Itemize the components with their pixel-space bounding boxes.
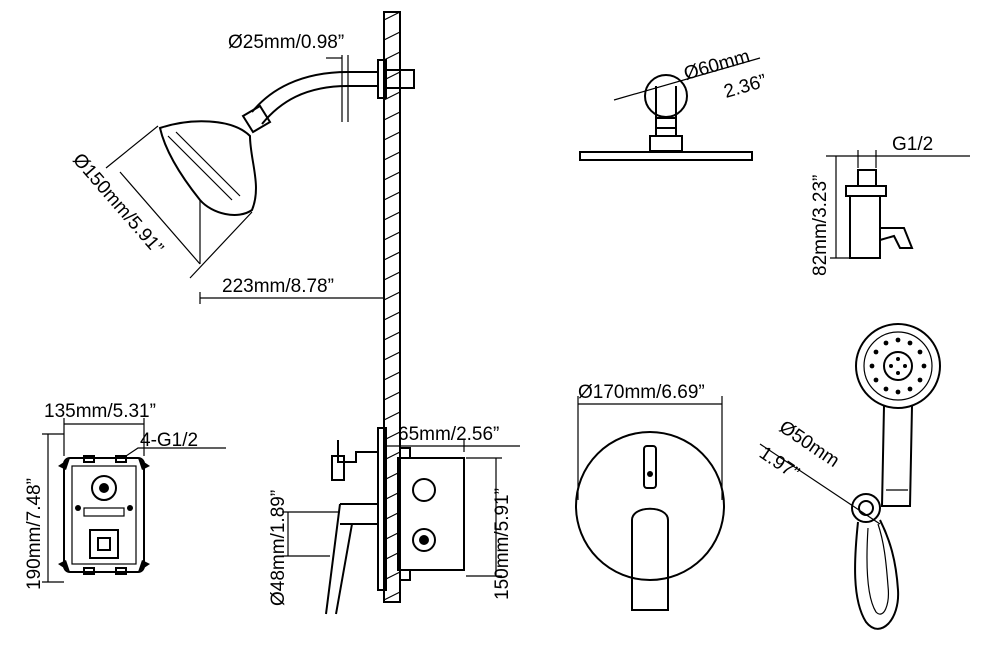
head-diameter-label: Ø150mm/5.91” xyxy=(68,150,167,259)
box-side-height-label: 150mm/5.91” xyxy=(492,488,513,600)
plate-diameter-label: Ø170mm/6.69” xyxy=(578,382,705,403)
holder-thread-label: G1/2 xyxy=(892,134,933,155)
box-width-label: 135mm/5.31” xyxy=(44,401,156,422)
valve-box-dimensions: 135mm/5.31” 4-G1/2 190mm/7.48” xyxy=(24,401,226,590)
box-ports-label: 4-G1/2 xyxy=(140,430,198,451)
trim-plate-front: Ø170mm/6.69” xyxy=(575,382,725,611)
hand-shower-holder: G1/2 82mm/3.23” xyxy=(810,134,970,276)
arm-reach-dimension: 223mm/8.78” xyxy=(199,276,385,304)
wall-section xyxy=(383,11,401,603)
holder-height-label: 82mm/3.23” xyxy=(810,175,831,276)
rain-shower-head: Ø60mm 2.36” xyxy=(579,46,769,161)
hand-shower: Ø50mm 1.97” xyxy=(755,323,941,630)
box-depth-label: 65mm/2.56” xyxy=(398,424,499,445)
hand-diameter-inch-label: 1.97” xyxy=(755,443,803,485)
box-height-label: 190mm/7.48” xyxy=(24,478,45,590)
pipe-diameter-dimension: Ø25mm/0.98” xyxy=(228,32,349,122)
arm-reach-label: 223mm/8.78” xyxy=(222,276,334,297)
mixer-valve-side: 65mm/2.56” 150mm/5.91” Ø48mm/1.89” xyxy=(268,424,520,615)
pipe-diameter-label: Ø25mm/0.98” xyxy=(228,32,344,53)
valve-box-front xyxy=(58,455,150,575)
spout-size-label: Ø48mm/1.89” xyxy=(268,490,289,606)
shower-arm-and-head xyxy=(158,59,415,216)
head-diameter-dimension: Ø150mm/5.91” xyxy=(68,125,253,279)
rain-flange-inch-label: 2.36” xyxy=(722,71,769,103)
